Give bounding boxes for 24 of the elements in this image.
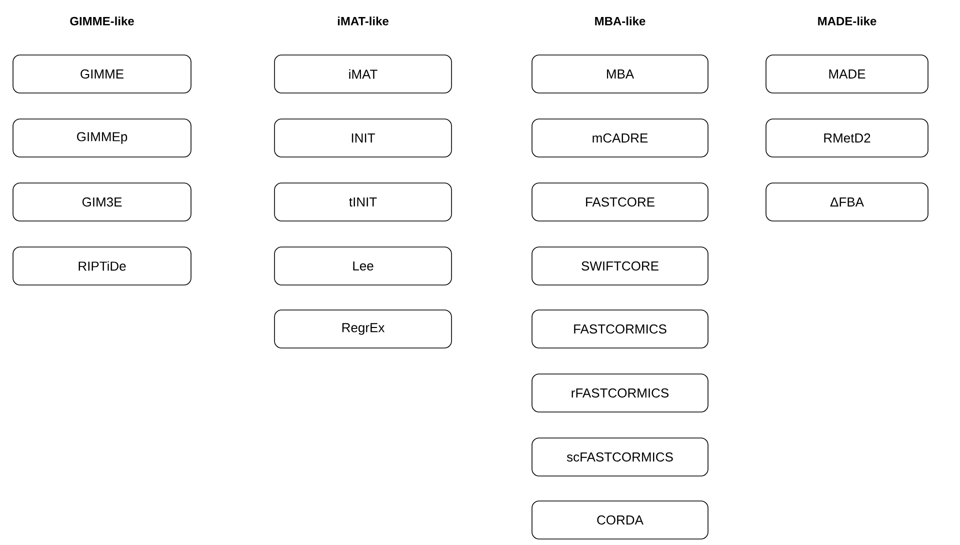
method-box: RIPTiDe (12, 246, 192, 286)
method-box: RMetD2 (766, 118, 928, 158)
column-heading: GIMME-like (70, 16, 134, 26)
method-box: mCADRE (532, 118, 708, 158)
column-heading: iMAT-like (338, 16, 388, 26)
method-box: INIT (274, 118, 452, 158)
method-box: MADE (766, 54, 928, 94)
method-box: FASTCORMICS (532, 310, 708, 348)
method-box: GIMMEp (12, 118, 192, 158)
method-box: SWIFTCORE (532, 246, 708, 286)
method-box: scFASTCORMICS (532, 438, 708, 476)
method-box: tINIT (274, 182, 452, 222)
method-box: GIM3E (12, 182, 192, 222)
method-box: GIMME (12, 54, 192, 94)
method-box: Lee (274, 246, 452, 286)
method-box: RegrEx (274, 310, 452, 348)
method-box: ΔFBA (766, 182, 928, 222)
method-box: CORDA (532, 500, 708, 540)
method-box: iMAT (274, 54, 452, 94)
method-box: MBA (532, 54, 708, 94)
column-heading: MADE-like (818, 16, 876, 26)
column-heading: MBA-like (595, 16, 646, 26)
method-box: FASTCORE (532, 182, 708, 222)
method-box: rFASTCORMICS (532, 374, 708, 412)
